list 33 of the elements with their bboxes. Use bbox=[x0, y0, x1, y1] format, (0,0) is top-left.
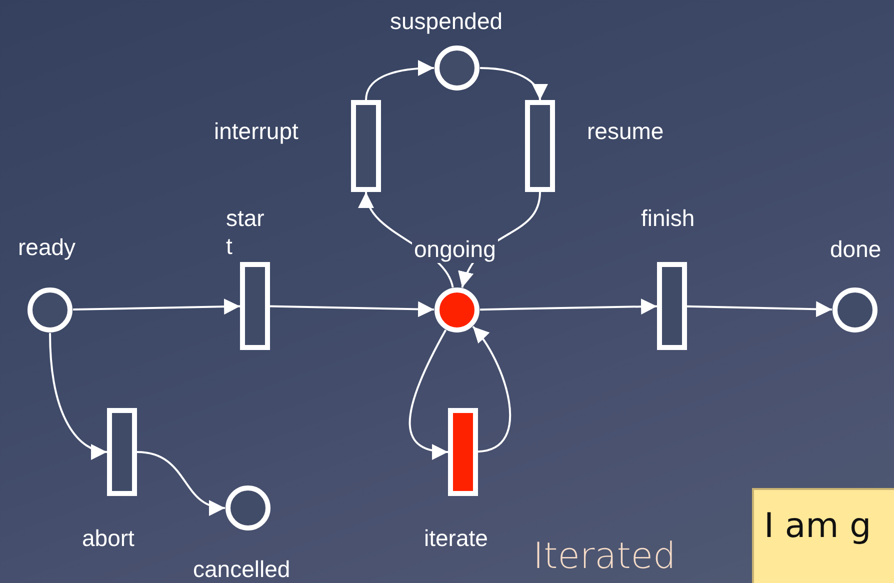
transition-label: interrupt bbox=[214, 117, 298, 145]
arrow bbox=[686, 301, 832, 318]
place-label: suspended bbox=[390, 7, 503, 35]
arrow bbox=[365, 60, 434, 100]
arrow bbox=[480, 67, 546, 100]
arrow bbox=[136, 451, 226, 514]
arrow bbox=[472, 326, 512, 453]
place-circle bbox=[27, 287, 73, 333]
place-label: cancelled bbox=[193, 555, 290, 583]
place-circle bbox=[225, 485, 271, 531]
transition-bar bbox=[525, 100, 555, 192]
transition-label: star t bbox=[226, 204, 266, 260]
slide-heading: Iterated bbox=[533, 535, 676, 579]
place-label: done bbox=[830, 235, 882, 263]
transition-bar bbox=[240, 262, 270, 350]
transition-label: iterate bbox=[424, 524, 488, 552]
place-label: ready bbox=[18, 233, 76, 261]
arrow bbox=[72, 298, 240, 315]
arrow bbox=[480, 298, 658, 315]
transition-bar bbox=[351, 100, 381, 192]
transition-label: resume bbox=[587, 117, 664, 145]
arrow bbox=[408, 330, 448, 459]
transition-label: abort bbox=[82, 524, 134, 552]
transition-bar bbox=[107, 408, 137, 496]
place-circle bbox=[434, 287, 480, 333]
transition-bar bbox=[657, 262, 687, 350]
note-callout: I am g bbox=[752, 488, 894, 583]
transition-label: finish bbox=[641, 204, 695, 232]
arrow bbox=[49, 332, 108, 458]
transition-bar bbox=[448, 408, 478, 496]
place-circle bbox=[434, 45, 480, 91]
arrow bbox=[270, 301, 434, 318]
place-circle bbox=[832, 287, 878, 333]
